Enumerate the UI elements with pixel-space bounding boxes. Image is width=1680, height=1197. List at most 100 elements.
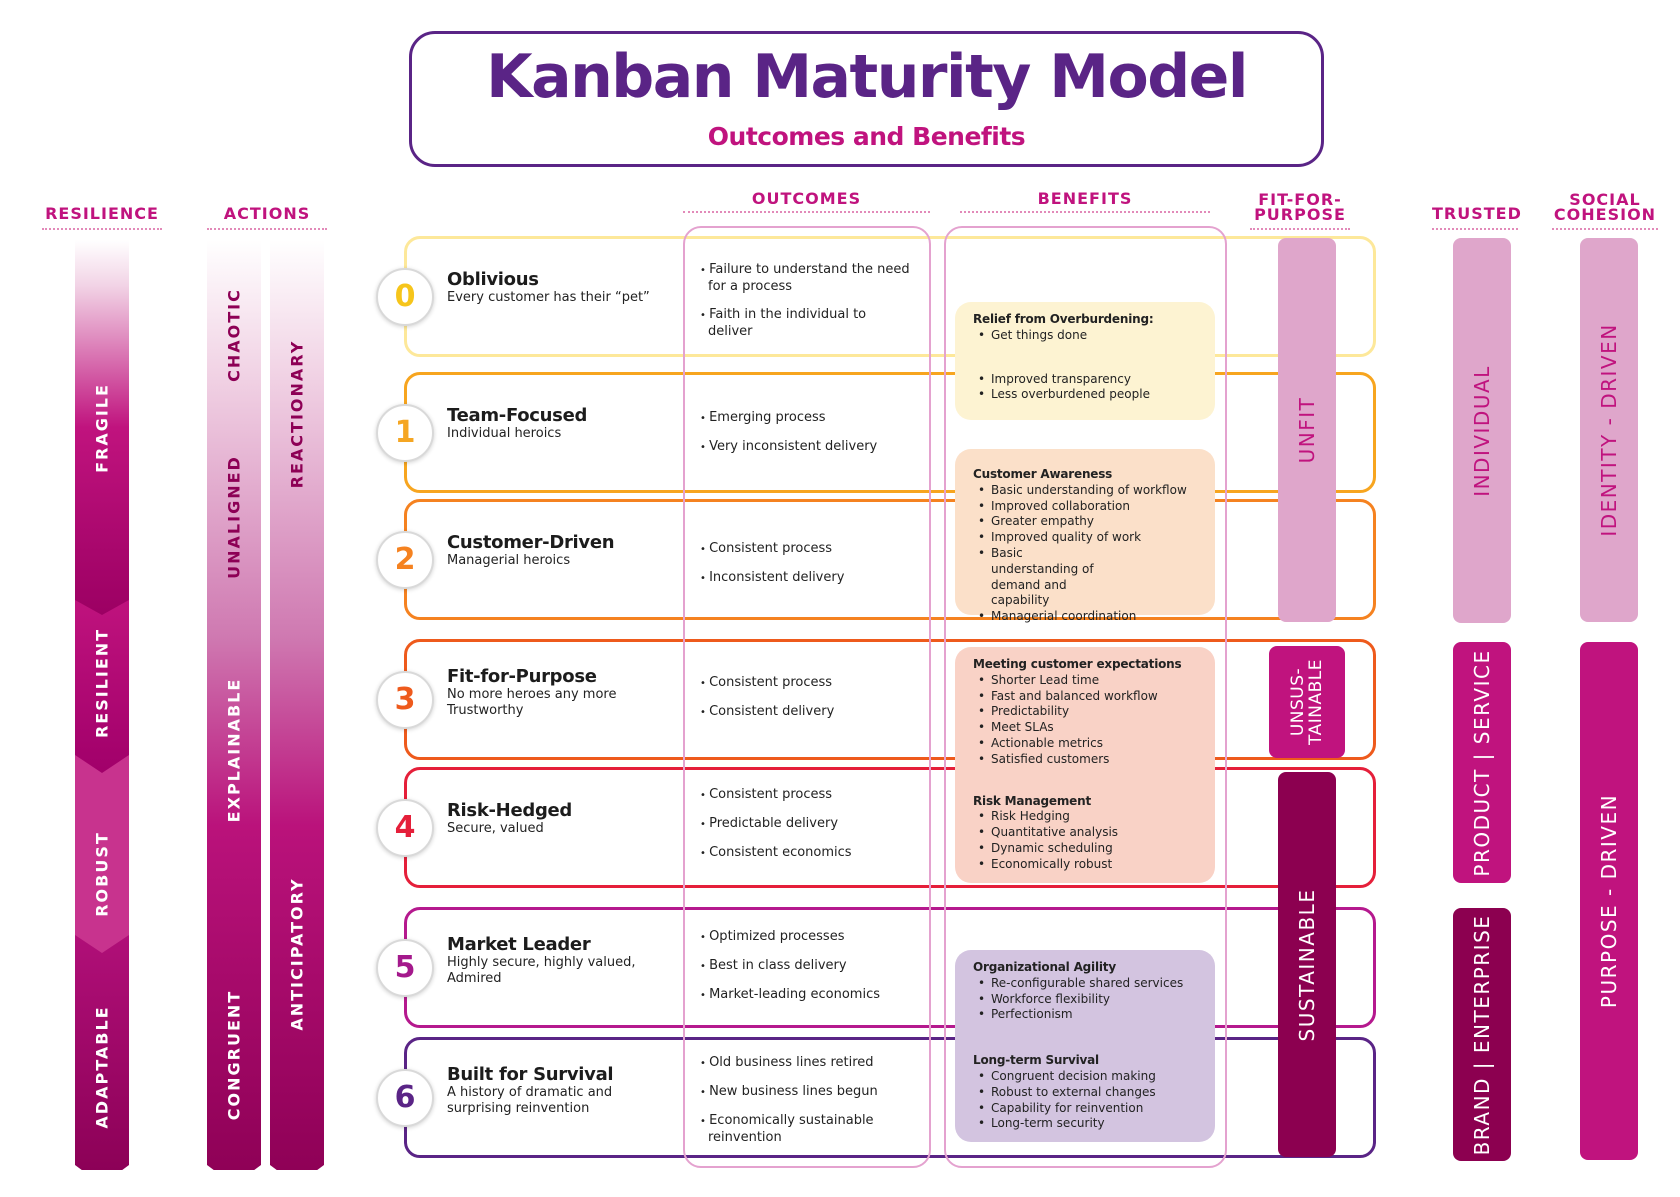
- benefit-box: Relief from Overburdening: Get things don…: [955, 302, 1215, 420]
- social-identity-label: IDENTITY - DRIVEN: [1597, 323, 1621, 537]
- benefit-item: Risk Hedging: [973, 809, 1215, 825]
- actions-label-chaotic: CHAOTIC: [224, 288, 244, 382]
- social-purpose-bar: PURPOSE - DRIVEN: [1580, 642, 1638, 1160]
- fit-unsustainable-label: UNSUS- TAINABLE: [1288, 659, 1326, 745]
- actions-left-labels: CHAOTIC UNALIGNED EXPLAINABLE CONGRUENT: [207, 240, 261, 1170]
- page-title: Kanban Maturity Model: [486, 42, 1248, 112]
- outcomes-list-level-0: Failure to understand the need for a pro…: [700, 262, 910, 352]
- level-description: A history of dramatic and: [447, 1084, 613, 1100]
- outcome-item: Consistent delivery: [700, 704, 910, 721]
- benefit-list: Re-configurable shared servicesWorkforce…: [973, 976, 1215, 1023]
- header-divider: [1250, 228, 1350, 230]
- actions-label-reactionary: REACTIONARY: [287, 339, 307, 489]
- level-description: Highly secure, highly valued,: [447, 954, 636, 970]
- outcomes-column-frame: [683, 226, 931, 1168]
- level-number-badge: 0: [376, 267, 434, 326]
- trusted-product-service-bar: PRODUCT | SERVICE: [1453, 642, 1511, 883]
- benefit-heading: Customer Awareness: [973, 467, 1113, 481]
- outcomes-list-level-5: Optimized processesBest in class deliver…: [700, 929, 910, 1016]
- resilience-segment-resilient: [75, 595, 129, 773]
- header-social-cohesion: SOCIAL COHESION: [1552, 192, 1658, 224]
- level-number-badge: 1: [376, 403, 434, 462]
- benefits-column-frame: [944, 226, 1227, 1168]
- outcome-item: Predictable delivery: [700, 816, 910, 833]
- outcome-item: Consistent economics: [700, 845, 910, 862]
- benefit-list: Risk HedgingQuantitative analysisDynamic…: [973, 809, 1215, 872]
- fit-unfit-bar: UNFIT: [1278, 238, 1336, 622]
- actions-label-congruent: CONGRUENT: [224, 989, 244, 1121]
- benefit-list: Shorter Lead timeFast and balanced workf…: [973, 673, 1215, 768]
- benefit-box: Customer AwarenessBasic understanding of…: [955, 449, 1215, 625]
- actions-label-anticipatory: ANTICIPATORY: [287, 877, 307, 1031]
- benefit-heading: Organizational Agility: [973, 960, 1116, 974]
- level-description: Every customer has their “pet”: [447, 289, 650, 305]
- benefit-box: Organizational AgilityRe-configurable sh…: [955, 950, 1215, 1142]
- outcome-item: New business lines begun: [700, 1084, 910, 1101]
- resilience-label-robust: ROBUST: [92, 831, 112, 917]
- benefit-item: Robust to external changes: [973, 1085, 1215, 1101]
- benefit-item: Quantitative analysis: [973, 825, 1215, 841]
- fit-unfit-label: UNFIT: [1295, 396, 1319, 464]
- benefit-list: Improved transparencyLess overburdened p…: [973, 372, 1215, 404]
- header-fit-line1: FIT-FOR-: [1258, 190, 1342, 209]
- outcomes-list-level-1: Emerging processVery inconsistent delive…: [700, 410, 910, 468]
- benefit-item: Workforce flexibility: [973, 992, 1215, 1008]
- outcomes-list-level-2: Consistent processInconsistent delivery: [700, 541, 910, 599]
- trusted-brand-enterprise-bar: BRAND | ENTERPRISE: [1453, 908, 1511, 1161]
- header-divider: [207, 228, 327, 230]
- outcomes-list-level-3: Consistent processConsistent delivery: [700, 675, 910, 733]
- fit-sustainable-label: SUSTAINABLE: [1295, 888, 1319, 1041]
- level-name: Market Leader: [447, 933, 591, 955]
- benefit-item: Predictability: [973, 704, 1215, 720]
- level-number-badge: 2: [376, 530, 434, 589]
- resilience-arrow: [75, 240, 129, 1170]
- resilience-labels: FRAGILE RESILIENT ROBUST ADAPTABLE: [75, 240, 129, 1170]
- benefit-item: Get things done: [973, 328, 1215, 344]
- outcome-item: Inconsistent delivery: [700, 570, 910, 587]
- fit-unsustainable-bar: UNSUS- TAINABLE: [1269, 646, 1345, 758]
- benefit-item: Meet SLAs: [973, 720, 1215, 736]
- trusted-product-service-label: PRODUCT | SERVICE: [1470, 648, 1494, 877]
- benefit-item: Improved quality of work: [973, 530, 1215, 546]
- outcome-item: Consistent process: [700, 675, 910, 692]
- resilience-segment-adaptable: [75, 935, 129, 1170]
- header-resilience: RESILIENCE: [45, 204, 159, 223]
- resilience-segment-fragile: [75, 240, 129, 615]
- outcome-item: Very inconsistent delivery: [700, 439, 910, 456]
- outcome-item: Market-leading economics: [700, 987, 910, 1004]
- header-divider: [960, 211, 1210, 213]
- benefit-heading: Relief from Overburdening:: [973, 312, 1154, 326]
- outcome-item: Faith in the individual to deliver: [700, 307, 910, 340]
- actions-arrow-left: [207, 240, 261, 1170]
- outcome-item: Consistent process: [700, 787, 910, 804]
- resilience-label-resilient: RESILIENT: [92, 627, 112, 739]
- fit-unsustainable-line1: UNSUS-: [1288, 667, 1308, 737]
- trusted-individual-label: INDIVIDUAL: [1470, 364, 1494, 497]
- level-description: Admired: [447, 970, 502, 986]
- benefit-list: Basic understanding of workflowImproved …: [973, 483, 1215, 625]
- outcome-item: Old business lines retired: [700, 1055, 910, 1072]
- outcomes-list-level-6: Old business lines retiredNew business l…: [700, 1055, 910, 1158]
- benefit-item: Satisfied customers: [973, 752, 1215, 768]
- level-description: No more heroes any more: [447, 686, 617, 702]
- benefit-item: Congruent decision making: [973, 1069, 1215, 1085]
- page-subtitle: Outcomes and Benefits: [707, 122, 1026, 151]
- benefit-list: Congruent decision makingRobust to exter…: [973, 1069, 1215, 1132]
- resilience-label-fragile: FRAGILE: [92, 383, 112, 473]
- benefit-item: Actionable metrics: [973, 736, 1215, 752]
- level-number-badge: 4: [376, 798, 434, 857]
- benefit-item: Re-configurable shared services: [973, 976, 1215, 992]
- header-social-line2: COHESION: [1553, 205, 1657, 224]
- level-name: Risk-Hedged: [447, 799, 573, 821]
- benefit-item: Capability for reinvention: [973, 1101, 1215, 1117]
- level-number-badge: 5: [376, 938, 434, 997]
- benefit-list: Get things done: [973, 328, 1215, 344]
- level-description: Trustworthy: [447, 702, 524, 718]
- outcome-item: Emerging process: [700, 410, 910, 427]
- level-number-badge: 3: [376, 670, 434, 729]
- level-description: Managerial heroics: [447, 552, 571, 568]
- outcome-item: Consistent process: [700, 541, 910, 558]
